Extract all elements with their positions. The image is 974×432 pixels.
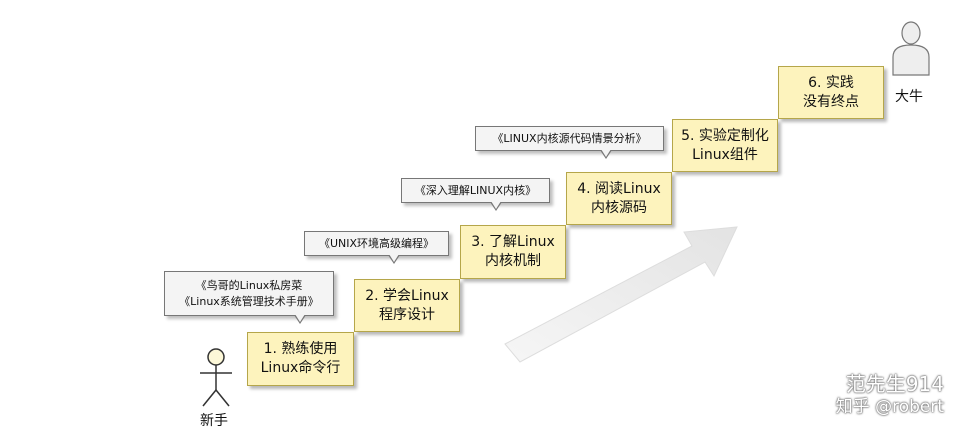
step-5-line2: Linux组件 (692, 146, 758, 163)
step-6-line1: 6. 实践 (808, 74, 854, 91)
book-bubble-4: 《LINUX内核源代码情景分析》 (475, 126, 664, 151)
book-bubble-1: 《鸟哥的Linux私房菜 《Linux系统管理技术手册》 (164, 271, 334, 316)
progress-arrow-icon (504, 226, 738, 363)
book-bubble-3: 《深入理解LINUX内核》 (401, 178, 550, 203)
step-3-line1: 3. 了解Linux (471, 234, 555, 250)
step-5: 5. 实验定制化 Linux组件 (672, 119, 778, 172)
step-6-line2: 没有终点 (803, 93, 859, 110)
book-4-line1: 《LINUX内核源代码情景分析》 (492, 131, 647, 145)
book-2-line1: 《UNIX环境高级编程》 (318, 236, 435, 250)
end-actor-label: 大牛 (895, 89, 923, 105)
step-2-line2: 程序设计 (379, 306, 435, 323)
watermark-line2: 知乎 @robert (835, 397, 944, 417)
step-2-line1: 2. 学会Linux (365, 287, 449, 304)
step-3-line2: 内核机制 (485, 253, 541, 269)
book-1-line2: 《Linux系统管理技术手册》 (179, 294, 319, 308)
book-3-line1: 《深入理解LINUX内核》 (414, 183, 537, 197)
step-6: 6. 实践 没有终点 (778, 66, 884, 119)
book-bubble-2: 《UNIX环境高级编程》 (304, 231, 449, 256)
watermark: 范先生914 知乎 @robert (836, 372, 944, 418)
step-4-line2: 内核源码 (591, 199, 647, 216)
step-2: 2. 学会Linux 程序设计 (354, 279, 460, 332)
step-1: 1. 熟练使用 Linux命令行 (247, 332, 354, 386)
stick-figure-icon (200, 348, 232, 407)
step-4: 4. 阅读Linux 内核源码 (566, 172, 672, 225)
start-actor-label: 新手 (200, 413, 228, 429)
step-5-line1: 5. 实验定制化 (681, 127, 769, 144)
watermark-line1: 范先生914 (845, 372, 944, 396)
step-1-line2: Linux命令行 (260, 360, 341, 376)
user-silhouette-icon (892, 21, 930, 76)
book-1-line1: 《鸟哥的Linux私房菜 (195, 278, 303, 292)
step-4-line1: 4. 阅读Linux (577, 180, 661, 197)
step-1-line1: 1. 熟练使用 (263, 341, 338, 357)
step-3: 3. 了解Linux 内核机制 (460, 225, 566, 279)
